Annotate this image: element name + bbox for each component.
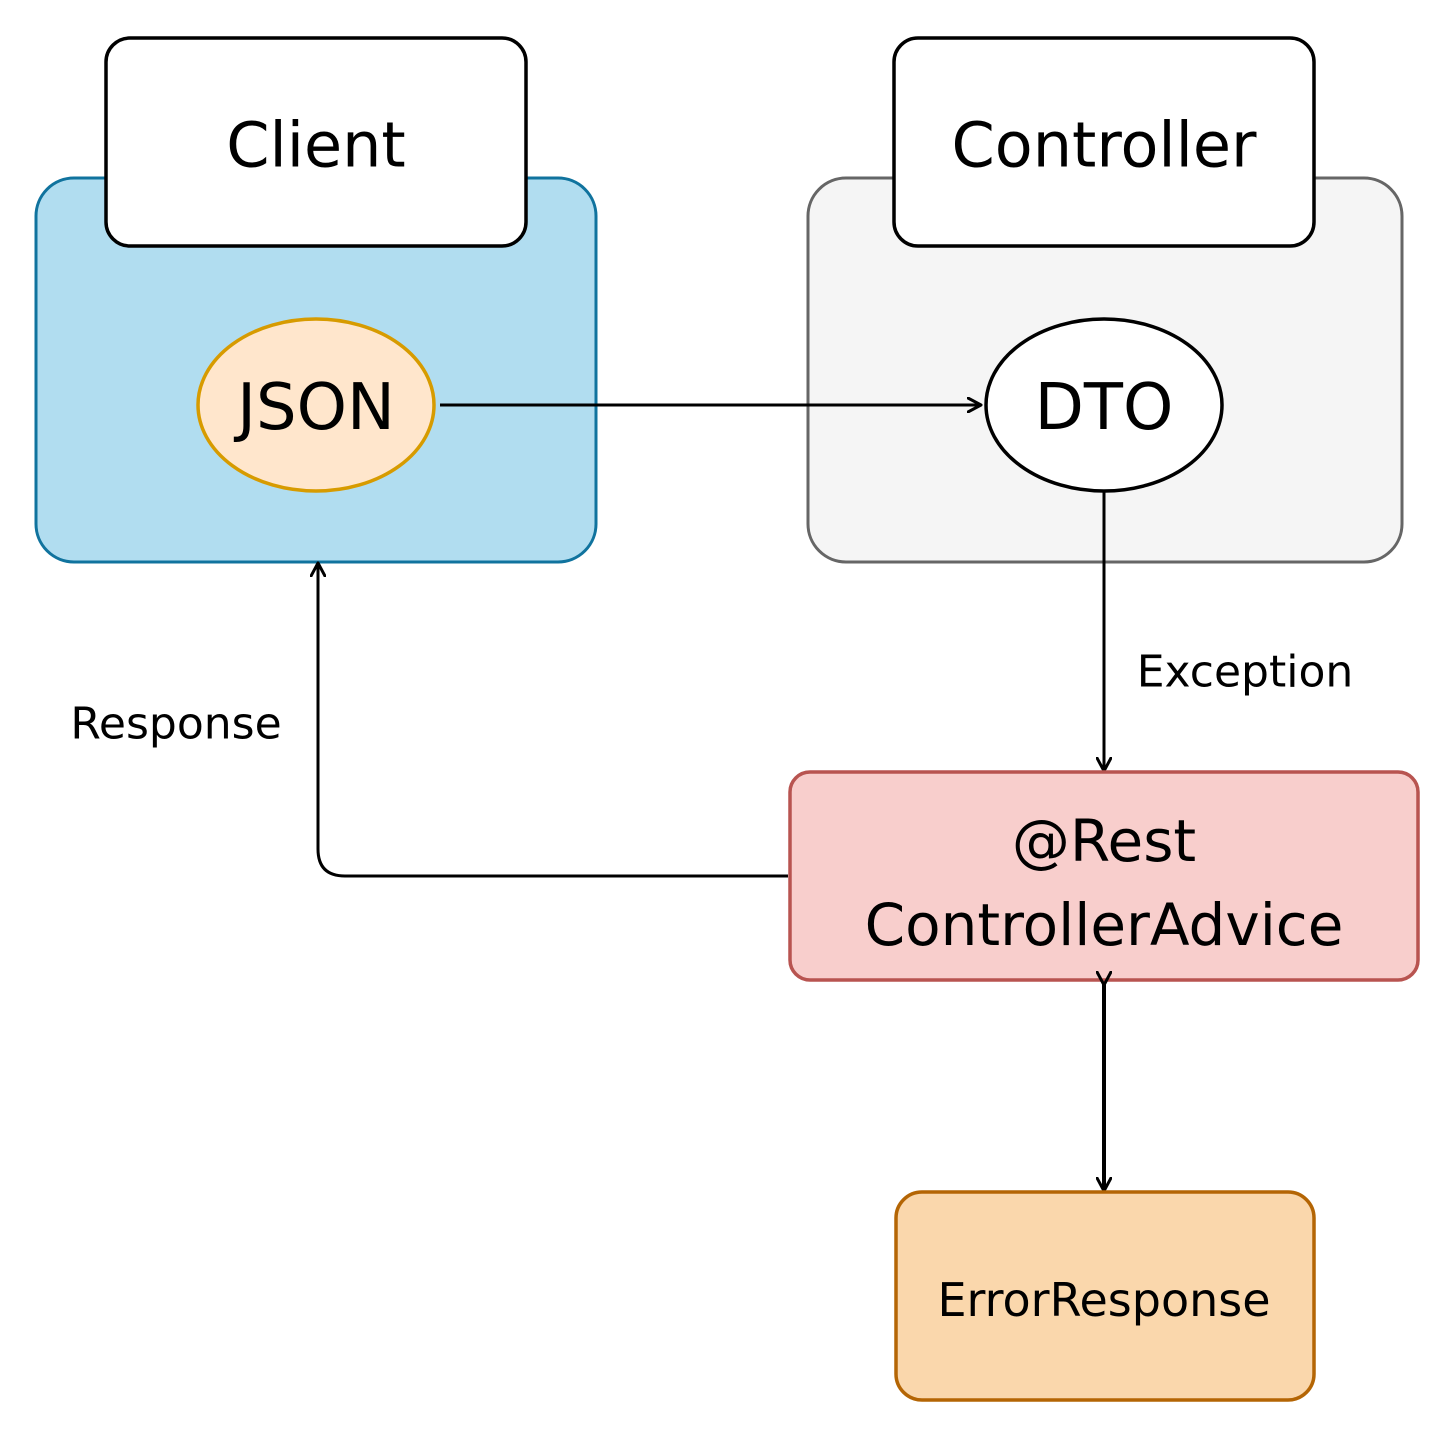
dto-label: DTO xyxy=(1035,371,1174,445)
json-ellipse xyxy=(196,317,436,493)
response-label: Response xyxy=(70,699,281,750)
error-response-label: ErrorResponse xyxy=(937,1273,1270,1327)
advice-node: @Rest ControllerAdvice xyxy=(788,770,1420,982)
dto-node: DTO xyxy=(984,317,1224,493)
controller-header-box xyxy=(892,36,1316,248)
client-title: Client xyxy=(226,109,406,182)
advice-to-client-arrow xyxy=(318,564,788,878)
exception-label: Exception xyxy=(1137,647,1354,698)
json-node: JSON xyxy=(196,317,436,493)
client-header-box xyxy=(104,36,528,248)
controller-title: Controller xyxy=(952,109,1257,182)
error-response-box xyxy=(894,1190,1316,1402)
advice-label-line2: ControllerAdvice xyxy=(865,891,1344,959)
error-response-node: ErrorResponse xyxy=(894,1190,1316,1402)
advice-label-line1: @Rest xyxy=(1012,807,1196,875)
json-label: JSON xyxy=(233,371,395,445)
